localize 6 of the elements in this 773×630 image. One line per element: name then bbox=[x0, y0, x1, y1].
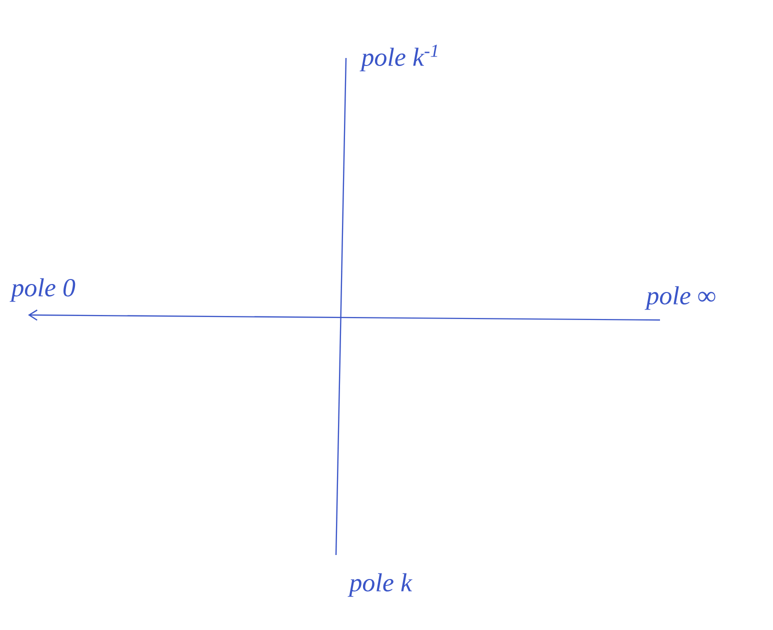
pole-label: pole ∞ bbox=[644, 286, 716, 310]
pole-label: pole 0 bbox=[10, 278, 76, 302]
axis-line bbox=[335, 58, 347, 556]
pole-label: pole k$^{-1}$ bbox=[360, 44, 438, 72]
axis-line bbox=[28, 310, 660, 321]
pole-label: pole k bbox=[348, 573, 412, 597]
